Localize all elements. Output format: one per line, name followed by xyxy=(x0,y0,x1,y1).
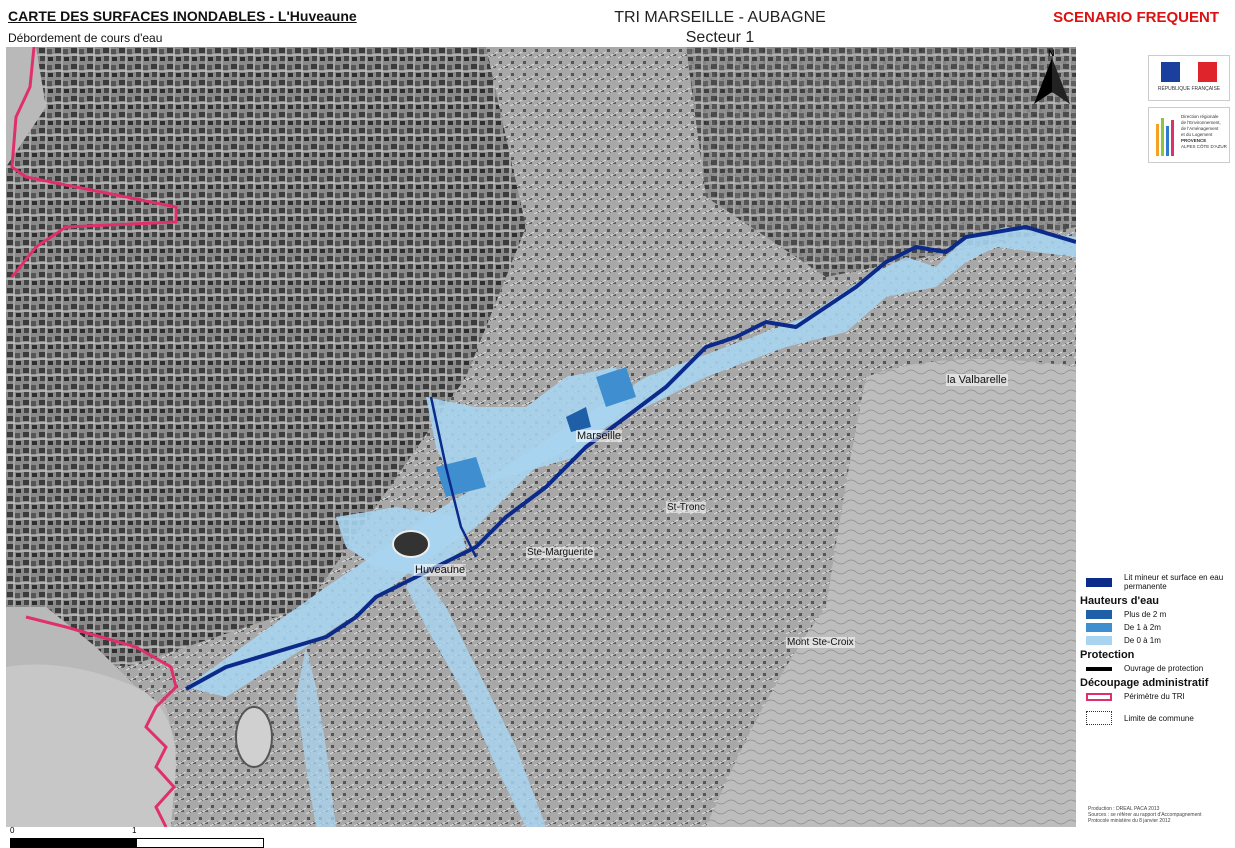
limite-label: Limite de commune xyxy=(1124,713,1194,723)
scale-bar-graphic xyxy=(10,838,264,848)
label-ste-marguerite: Ste-Marguerite xyxy=(526,547,595,558)
legend: Lit mineur et surface en eau permanente … xyxy=(1080,570,1230,729)
ouvrage-swatch xyxy=(1086,666,1112,671)
legend-de0a1: De 0 à 1m xyxy=(1086,636,1230,645)
credit-line: Protocole ministère du 8 janvier 2012 xyxy=(1088,818,1171,824)
logos: RÉPUBLIQUE FRANÇAISE Direction régionale… xyxy=(1148,55,1232,163)
protection-title: Protection xyxy=(1080,649,1135,661)
decoupage-title: Découpage administratif xyxy=(1080,677,1209,689)
legend-perimetre: Périmètre du TRI xyxy=(1086,692,1230,701)
dreal-bars-icon xyxy=(1156,118,1174,156)
north-arrow-shape xyxy=(1034,58,1070,104)
label-marseille: Marseille xyxy=(576,430,623,442)
limite-swatch xyxy=(1086,711,1112,725)
legend-plus2: Plus de 2 m xyxy=(1086,610,1230,619)
north-arrow-icon: N xyxy=(1030,48,1074,108)
perimetre-swatch xyxy=(1086,692,1112,701)
hauteurs-title: Hauteurs d'eau xyxy=(1080,595,1160,607)
de0a1-label: De 0 à 1m xyxy=(1124,636,1161,645)
dreal-line: PROVENCE xyxy=(1181,138,1207,143)
lit-mineur-label: Lit mineur et surface en eau permanente xyxy=(1124,573,1224,591)
flag-icon xyxy=(1161,62,1218,82)
scenario-label: SCENARIO FREQUENT xyxy=(1053,9,1219,26)
plus2-swatch xyxy=(1086,610,1112,619)
legend-limite: Limite de commune xyxy=(1086,711,1230,725)
republique-francaise-logo: RÉPUBLIQUE FRANÇAISE xyxy=(1148,55,1230,101)
legend-lit-mineur: Lit mineur et surface en eau permanente xyxy=(1086,573,1230,591)
label-st-tronc: St-Tronc xyxy=(666,502,706,513)
legend-de1a2: De 1 à 2m xyxy=(1086,623,1230,632)
scale-bar-black xyxy=(11,839,137,847)
map-title: CARTE DES SURFACES INONDABLES - L'Huveau… xyxy=(8,8,357,24)
de0a1-swatch xyxy=(1086,636,1112,645)
sector-name: Secteur 1 xyxy=(685,29,755,46)
dreal-line: de l'Aménagement xyxy=(1181,126,1219,131)
republique-text: RÉPUBLIQUE FRANÇAISE xyxy=(1157,86,1221,92)
credits: Production : DREAL PACA 2013 Sources : s… xyxy=(1088,806,1233,824)
dreal-line: Direction régionale xyxy=(1181,114,1219,119)
map-subtitle: Débordement de cours d'eau xyxy=(8,31,163,45)
credit-line: Production : DREAL PACA 2013 xyxy=(1088,806,1160,812)
map-canvas xyxy=(6,47,1076,827)
ouvrage-label: Ouvrage de protection xyxy=(1124,664,1204,673)
tri-name: TRI MARSEILLE - AUBAGNE xyxy=(614,9,826,26)
legend-ouvrage: Ouvrage de protection xyxy=(1086,664,1230,673)
dreal-line: et du Logement xyxy=(1181,132,1213,137)
flood-map[interactable]: Marseille Huveaune la Valbarelle Ste-Mar… xyxy=(6,47,1076,827)
label-valbarelle: la Valbarelle xyxy=(946,374,1008,386)
de1a2-label: De 1 à 2m xyxy=(1124,623,1161,632)
label-huveaune: Huveaune xyxy=(414,564,467,576)
plus2-label: Plus de 2 m xyxy=(1124,610,1167,619)
dreal-line: de l'Environnement, xyxy=(1181,120,1221,125)
lit-mineur-swatch xyxy=(1086,577,1112,587)
dreal-logo: Direction régionale de l'Environnement, … xyxy=(1148,107,1230,163)
perimetre-label: Périmètre du TRI xyxy=(1124,692,1185,701)
de1a2-swatch xyxy=(1086,623,1112,632)
dreal-text: Direction régionale de l'Environnement, … xyxy=(1181,114,1227,150)
dreal-line: ALPES CÔTE D'AZUR xyxy=(1181,144,1227,149)
north-label: N xyxy=(1048,48,1055,58)
scale-start-label: 0 xyxy=(10,826,15,835)
credit-line: Sources : se référer au rapport d'Accomp… xyxy=(1088,812,1202,818)
sector-heading: TRI MARSEILLE - AUBAGNE Secteur 1 xyxy=(560,8,880,48)
label-mont-ste-croix: Mont Ste-Croix xyxy=(786,637,855,648)
scale-mid-label: 1 xyxy=(132,826,137,835)
